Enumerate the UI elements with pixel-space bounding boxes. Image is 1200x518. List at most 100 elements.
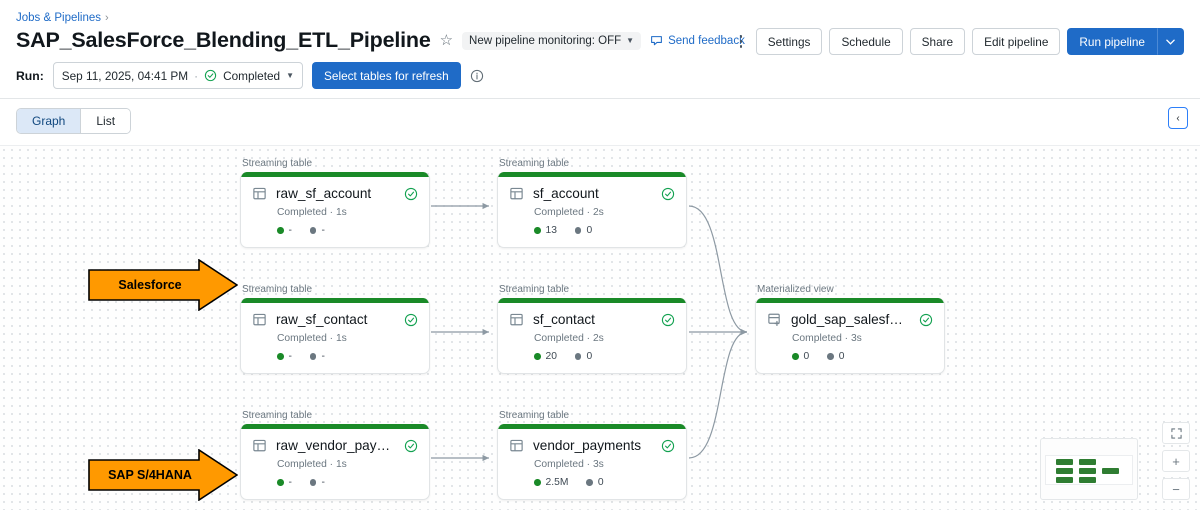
favorite-star-icon[interactable]: ☆: [439, 32, 454, 49]
green-dot-icon: [277, 353, 284, 360]
collapse-panel-button[interactable]: ‹: [1168, 107, 1188, 129]
breadcrumb-link-jobs-pipelines[interactable]: Jobs & Pipelines: [16, 12, 102, 24]
streaming-table-icon: [509, 186, 524, 201]
green-dot-icon: [792, 353, 799, 360]
run-pipeline-button[interactable]: Run pipeline: [1067, 28, 1157, 55]
metric-green-value: -: [288, 225, 292, 236]
run-label: Run:: [16, 68, 44, 83]
view-segmented-control: Graph List: [16, 108, 132, 134]
tab-list[interactable]: List: [81, 109, 131, 133]
metric-green-value: 13: [545, 225, 557, 236]
send-feedback-link[interactable]: Send feedback: [650, 34, 745, 47]
node-metric-dropped: -: [309, 225, 325, 236]
node-status-text: Completed · 1s: [277, 207, 347, 218]
node-status-bar: [756, 298, 944, 303]
streaming-table-icon: [509, 438, 524, 453]
node-duration: 2s: [592, 333, 604, 344]
streaming-table-icon: [252, 186, 267, 201]
node-success-check-icon: [919, 313, 933, 327]
metric-gray-value: -: [321, 477, 325, 488]
edit-pipeline-button[interactable]: Edit pipeline: [972, 28, 1061, 55]
title-row: SAP_SalesForce_Blending_ETL_Pipeline ☆ N…: [16, 28, 1184, 53]
node-duration: 1s: [335, 459, 347, 470]
page-header: Jobs & Pipelines› SAP_SalesForce_Blendin…: [0, 0, 1200, 55]
run-pipeline-split-button: Run pipeline: [1067, 28, 1184, 55]
minimap-node: [1056, 477, 1073, 483]
annotation-arrow: SAP S/4HANA: [88, 449, 238, 501]
node-metrics: --: [277, 351, 418, 362]
node-type-label: Materialized view: [757, 284, 834, 295]
node-duration: 1s: [335, 207, 347, 218]
metric-gray-value: 0: [597, 477, 604, 488]
minimap-viewport: [1045, 455, 1133, 485]
node-metric-dropped: 0: [574, 225, 592, 236]
graph-minimap[interactable]: [1040, 438, 1138, 500]
node-status-text: Completed · 3s: [792, 333, 862, 344]
node-type-label: Streaming table: [242, 410, 313, 421]
run-selector-dropdown[interactable]: Sep 11, 2025, 04:41 PM · Completed ▼: [52, 62, 304, 89]
share-button[interactable]: Share: [909, 28, 966, 55]
node-header: sf_account: [509, 186, 675, 201]
streaming-table-icon: [509, 312, 524, 327]
gray-dot-icon: [827, 353, 834, 360]
node-metrics: --: [277, 225, 418, 236]
node-status-text: Completed · 3s: [534, 459, 604, 470]
header-actions: Settings Schedule Share Edit pipeline Ru…: [733, 28, 1184, 55]
node-status-bar: [241, 298, 429, 303]
schedule-button[interactable]: Schedule: [829, 28, 903, 55]
info-icon[interactable]: [470, 69, 484, 83]
node-card[interactable]: raw_vendor_paym...Completed · 1s--: [240, 424, 430, 500]
node-metrics: --: [277, 477, 418, 488]
streaming-table-icon: [252, 438, 267, 453]
metric-gray-value: 0: [838, 351, 845, 362]
node-name: vendor_payments: [533, 438, 642, 453]
metric-green-value: 20: [545, 351, 557, 362]
metric-green-value: -: [288, 351, 292, 362]
more-options-icon[interactable]: [733, 35, 749, 48]
metric-gray-value: -: [321, 225, 325, 236]
send-feedback-label: Send feedback: [668, 34, 745, 47]
metric-green-value: -: [288, 477, 292, 488]
select-tables-for-refresh-button[interactable]: Select tables for refresh: [312, 62, 461, 89]
zoom-in-button[interactable]: +: [1162, 450, 1190, 472]
node-body: raw_vendor_paym...Completed · 1s--: [241, 429, 429, 499]
minimap-node: [1079, 459, 1096, 465]
new-pipeline-monitoring-dropdown[interactable]: New pipeline monitoring: OFF ▼: [462, 31, 642, 50]
node-type-label: Streaming table: [499, 410, 570, 421]
speech-bubble-icon: [650, 34, 663, 47]
settings-button[interactable]: Settings: [755, 28, 823, 55]
node-header: raw_sf_account: [252, 186, 418, 201]
metric-gray-value: -: [321, 351, 325, 362]
metric-green-value: 2.5M: [545, 477, 569, 488]
tab-graph[interactable]: Graph: [17, 109, 82, 133]
zoom-out-button[interactable]: −: [1162, 478, 1190, 500]
orange-arrow-icon: [88, 449, 238, 501]
fit-view-button[interactable]: [1162, 422, 1190, 444]
node-status-bar: [498, 424, 686, 429]
minimap-node: [1079, 468, 1096, 474]
node-metric-dropped: 0: [827, 351, 844, 362]
node-status-text: Completed · 1s: [277, 333, 347, 344]
node-status-bar: [241, 424, 429, 429]
green-dot-icon: [277, 479, 284, 486]
run-pipeline-dropdown-toggle[interactable]: [1157, 28, 1184, 55]
